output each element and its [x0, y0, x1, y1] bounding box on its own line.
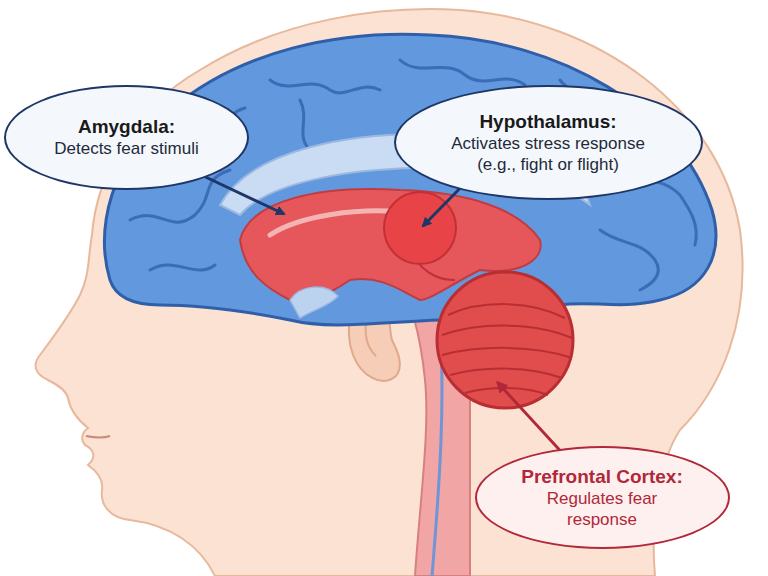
region-function: Activates stress response (e.g., fight o… [443, 133, 653, 175]
leader-arrows [195, 172, 578, 470]
region-name: Hypothalamus: [443, 110, 653, 133]
leader-arrow [195, 172, 284, 214]
callout-bubble: Prefrontal Cortex:Regulates fear respons… [475, 446, 730, 549]
callout-text: Hypothalamus:Activates stress response (… [443, 110, 653, 175]
region-function: Detects fear stimuli [44, 138, 209, 159]
callout-bubble: Amygdala:Detects fear stimuli [4, 85, 249, 190]
callout-text: Prefrontal Cortex:Regulates fear respons… [517, 465, 687, 530]
callout-text: Amygdala:Detects fear stimuli [44, 115, 209, 159]
region-function: Regulates fear response [517, 488, 687, 530]
region-name: Amygdala: [44, 115, 209, 138]
region-name: Prefrontal Cortex: [517, 465, 687, 488]
callout-bubble: Hypothalamus:Activates stress response (… [394, 85, 703, 200]
